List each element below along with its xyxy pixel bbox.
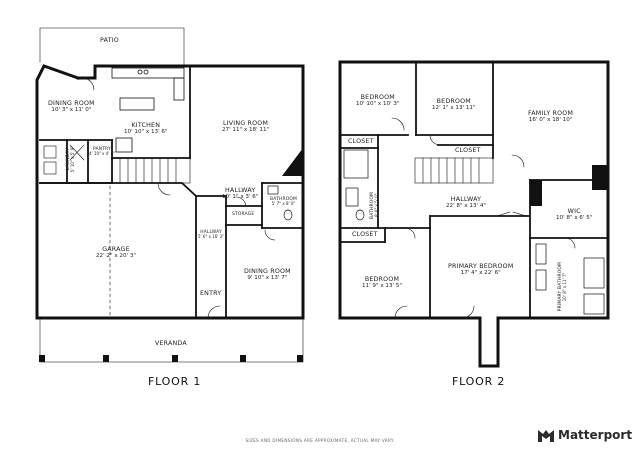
room-label-patio: PATIO [100,37,119,44]
room-label-living-room: LIVING ROOM 27' 11" x 18' 11" [222,120,270,134]
room-label-wic: WIC 10' 8" x 6' 5" [556,208,593,222]
room-label-hallway-upper: HALLWAY 10' 1" x 3' 6" [222,187,259,201]
patio-outline [39,27,185,67]
room-label-bedroom-2: BEDROOM 12' 1" x 13' 11" [432,98,476,112]
floor2-title: FLOOR 2 [452,375,506,388]
bathroom1-fixtures [267,185,293,221]
room-label-bedroom-3: BEDROOM 11' 9" x 13' 5" [362,276,402,290]
matterport-logo-icon [538,430,554,442]
floor1-stairs [111,157,191,184]
veranda-posts [39,355,303,362]
room-label-laundry: LAUNDRY 5' 10" x 5' 9" [66,146,76,173]
room-label-closet-2: CLOSET [455,147,481,154]
floor2-corner-blocks [530,165,608,206]
laundry-fixtures [43,144,85,175]
room-label-primary-bathroom: PRIMARY BATHROOM 10' 8" x 11' 7" [558,262,568,312]
floor1-interior-walls [39,65,304,319]
room-label-closet-3: CLOSET [352,231,378,238]
room-label-dining-room-front: DINING ROOM 9' 10" x 13' 7" [244,268,291,282]
room-label-veranda: VERANDA [155,340,187,347]
room-label-primary-bedroom: PRIMARY BEDROOM 17' 4" x 22' 6" [448,263,514,277]
room-label-hallway-floor2: HALLWAY 22' 8" x 13' 4" [446,196,486,210]
room-label-kitchen: KITCHEN 10' 10" x 13' 6" [124,122,168,136]
floor2-doors [391,117,576,319]
room-label-pantry: PANTRY 4' 10" x 4' 6" [89,147,116,157]
matterport-brand: Matterport [538,428,632,442]
floor2-interior-walls [339,61,609,319]
room-label-dining-room: DINING ROOM 10' 3" x 11' 0" [48,100,95,114]
room-label-bathroom-floor2: BATHROOM 8' 6" x 5' 0" [370,192,380,220]
veranda-outline [39,319,304,363]
brand-name: Matterport [558,428,633,442]
room-label-hallway-lower: HALLWAY 5' 6" x 16' 3" [198,230,225,240]
room-label-bathroom-floor1: BATHROOM 5' 7" x 8' 0" [270,197,298,207]
floor2-bath-fixtures [343,149,605,315]
room-label-bedroom-1: BEDROOM 10' 10" x 10' 3" [356,94,400,108]
room-label-garage: GARAGE 22' 2" x 20' 3" [96,246,136,260]
floor2-outer-walls [338,60,610,368]
floor1-title: FLOOR 1 [148,375,202,388]
room-label-family-room: FAMILY ROOM 16' 0" x 18' 10" [528,110,574,124]
dimensions-disclaimer: SIZES AND DIMENSIONS ARE APPROXIMATE, AC… [245,438,395,443]
kitchen-fixtures [111,67,185,153]
fireplace [282,148,303,176]
floor1-doors [81,77,276,319]
floor2-stairs [414,157,494,184]
room-label-closet-1: CLOSET [348,138,374,145]
room-label-entry: ENTRY [200,290,222,297]
room-label-storage: STORAGE [232,212,255,217]
